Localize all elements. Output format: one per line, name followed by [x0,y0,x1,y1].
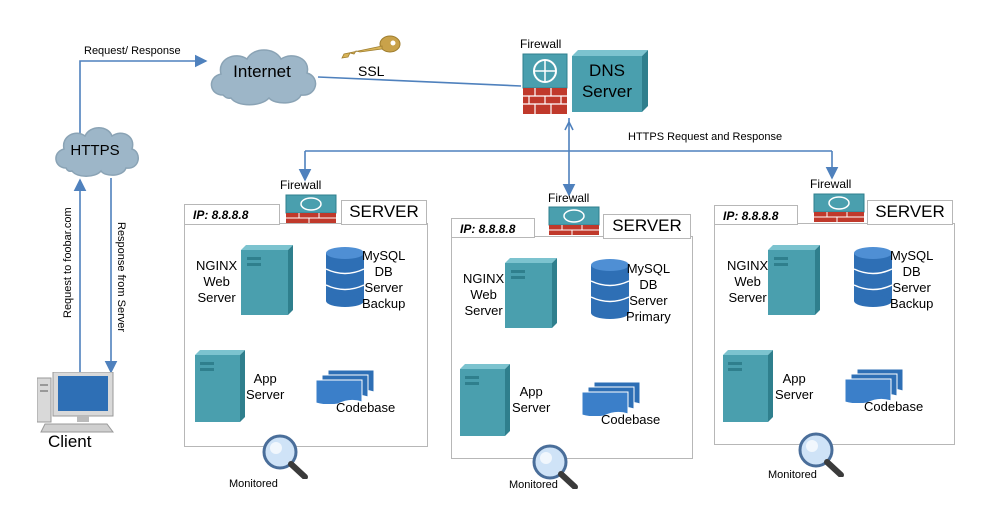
codebase-label: Codebase [601,412,661,427]
codebase-label: Codebase [336,400,396,415]
https-cloud-icon [55,127,139,177]
app-server-icon [460,364,510,436]
client-label: Client [48,432,92,451]
magnifier-icon [262,434,308,479]
client-computer-icon [37,372,114,433]
codebase-icon [582,382,640,416]
web-server-icon [768,245,820,315]
monitored-label: Monitored [768,469,817,481]
app-server-icon [195,350,245,422]
https-request-response-label: HTTPS Request and Response [628,131,783,143]
server-label: SERVER [867,200,953,225]
firewall-icon [285,194,337,223]
ip-label: IP: 8.8.8.8 [714,205,798,225]
main-firewall-label: Firewall [520,37,562,51]
monitored-label: Monitored [229,478,278,490]
firewall-label: Firewall [810,177,852,191]
internet-label: Internet [233,62,291,81]
database-icon [325,247,365,307]
https-to-internet-line [79,54,208,137]
database-icon [590,259,630,319]
internet-to-firewall-line [317,76,522,87]
response-from-server-label: Response from Server [115,222,127,333]
firewall-label: Firewall [280,178,322,192]
firewall-label: Firewall [548,191,590,205]
app-server-icon [723,350,773,422]
server-label: SERVER [341,200,427,225]
database-icon [853,247,893,307]
ip-label: IP: 8.8.8.8 [451,218,535,238]
server-label: SERVER [603,214,691,239]
firewall-icon [813,193,865,222]
magnifier-icon [532,444,578,489]
internet-cloud-icon [210,49,317,106]
dns-server-label: DNS Server [581,61,633,101]
codebase-icon [316,370,374,404]
web-server-icon [241,245,293,315]
key-icon [341,35,401,59]
request-to-foobar-label: Request to foobar.com [62,207,74,318]
https-label: HTTPS [70,142,120,159]
codebase-label: Codebase [864,399,924,414]
dns-server-icon [572,50,648,112]
monitored-label: Monitored [509,479,558,491]
web-server-icon [505,258,557,328]
magnifier-icon [798,432,844,477]
firewall-icon [548,206,600,235]
ssl-label: SSL [358,63,385,79]
ip-label: IP: 8.8.8.8 [184,204,280,225]
codebase-icon [845,369,903,403]
firewall-icon [522,53,568,114]
request-response-label: Request/ Response [84,45,181,57]
